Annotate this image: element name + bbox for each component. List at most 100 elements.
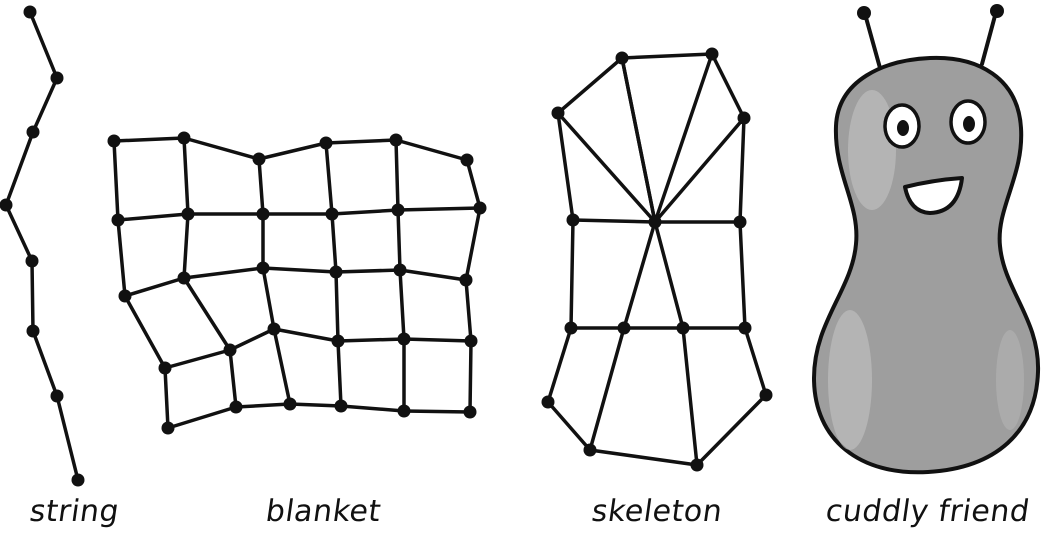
blanket-node — [111, 213, 125, 227]
blanket-node — [393, 263, 407, 277]
blanket-edge — [272, 327, 292, 406]
skeleton-figure — [541, 47, 773, 472]
blanket-figure — [107, 131, 487, 435]
string-node — [23, 5, 37, 19]
blanket-edge — [465, 158, 482, 210]
skeleton-node — [617, 321, 631, 335]
skeleton-edge — [588, 448, 699, 467]
blanket-edge — [116, 212, 190, 222]
string-figure — [0, 5, 85, 487]
skeleton-edge — [653, 116, 746, 224]
blanket-edge — [261, 266, 276, 331]
blanket-node — [256, 207, 270, 221]
label-skeleton: skeleton — [589, 494, 725, 529]
blanket-node — [334, 399, 348, 413]
blanket-edge — [334, 270, 340, 343]
blanket-edge — [261, 266, 338, 274]
blanket-node — [177, 131, 191, 145]
label-string: string — [27, 494, 122, 529]
blanket-edge — [394, 138, 469, 162]
pupil-left — [897, 120, 909, 136]
blanket-edge — [330, 212, 338, 274]
skeleton-node — [615, 51, 629, 65]
antenna-right-tip — [990, 4, 1004, 18]
string-node — [50, 389, 64, 403]
string-edge — [4, 130, 35, 207]
string-edge — [55, 394, 80, 482]
blanket-edge — [112, 136, 186, 143]
blanket-edge — [324, 141, 334, 216]
blanket-edge — [182, 136, 190, 216]
blanket-node — [283, 397, 297, 411]
skeleton-node — [551, 106, 565, 120]
blanket-node — [464, 334, 478, 348]
skeleton-edge — [620, 56, 657, 224]
blanket-node — [325, 207, 339, 221]
skeleton-node — [566, 213, 580, 227]
blanket-node — [319, 136, 333, 150]
blanket-edge — [396, 206, 482, 212]
skeleton-edge — [556, 111, 657, 224]
body-highlight — [996, 330, 1024, 430]
blanket-node — [391, 203, 405, 217]
string-edge — [31, 329, 59, 398]
string-node — [25, 254, 39, 268]
blanket-node — [397, 332, 411, 346]
blanket-edge — [163, 348, 232, 370]
antenna-right — [980, 10, 998, 66]
string-node — [26, 324, 40, 338]
blanket-edge — [336, 339, 343, 408]
skeleton-edge — [556, 56, 624, 115]
skeleton-node — [541, 395, 555, 409]
blanket-edge — [163, 366, 170, 430]
blanket-edge — [394, 138, 400, 212]
blanket-edge — [398, 268, 468, 282]
blanket-edge — [336, 337, 406, 343]
blanket-node — [331, 334, 345, 348]
pupil-right — [963, 116, 975, 132]
blanket-edge — [257, 141, 328, 161]
cuddly-friend-figure — [811, 4, 1041, 475]
blanket-node — [252, 152, 266, 166]
blanket-node — [161, 421, 175, 435]
skeleton-edge — [710, 52, 746, 120]
blanket-node — [329, 265, 343, 279]
blanket-edge — [334, 268, 402, 274]
skeleton-edge — [556, 111, 575, 222]
blanket-edge — [182, 276, 232, 352]
blanket-node — [177, 271, 191, 285]
blanket-edge — [228, 327, 276, 352]
blanket-node — [267, 322, 281, 336]
blanket-edge — [272, 327, 340, 343]
skeleton-node — [705, 47, 719, 61]
skeleton-edge — [546, 326, 573, 404]
skeleton-node — [733, 215, 747, 229]
blanket-node — [229, 400, 243, 414]
blanket-node — [463, 405, 477, 419]
blanket-edge — [396, 208, 402, 272]
blanket-edge — [402, 337, 473, 343]
blanket-node — [158, 361, 172, 375]
blanket-edge — [234, 402, 292, 409]
skeleton-edge — [681, 326, 699, 467]
blanket-edge — [112, 139, 120, 222]
string-node — [71, 473, 85, 487]
skeleton-edge — [743, 326, 768, 397]
string-edge — [28, 10, 59, 80]
skeleton-edge — [653, 52, 714, 224]
blanket-edge — [324, 138, 398, 145]
blanket-edge — [288, 402, 343, 408]
skeleton-node — [738, 321, 752, 335]
blanket-node — [389, 133, 403, 147]
skeleton-node — [690, 458, 704, 472]
skeleton-edge — [620, 52, 714, 60]
blanket-node — [223, 343, 237, 357]
blanket-edge — [464, 206, 482, 282]
skeleton-edge — [622, 220, 657, 330]
blanket-edge — [339, 404, 406, 413]
skeleton-edge — [653, 220, 685, 330]
blanket-node — [118, 289, 132, 303]
skeleton-edge — [588, 326, 626, 452]
blanket-node — [107, 134, 121, 148]
blanket-node — [256, 261, 270, 275]
